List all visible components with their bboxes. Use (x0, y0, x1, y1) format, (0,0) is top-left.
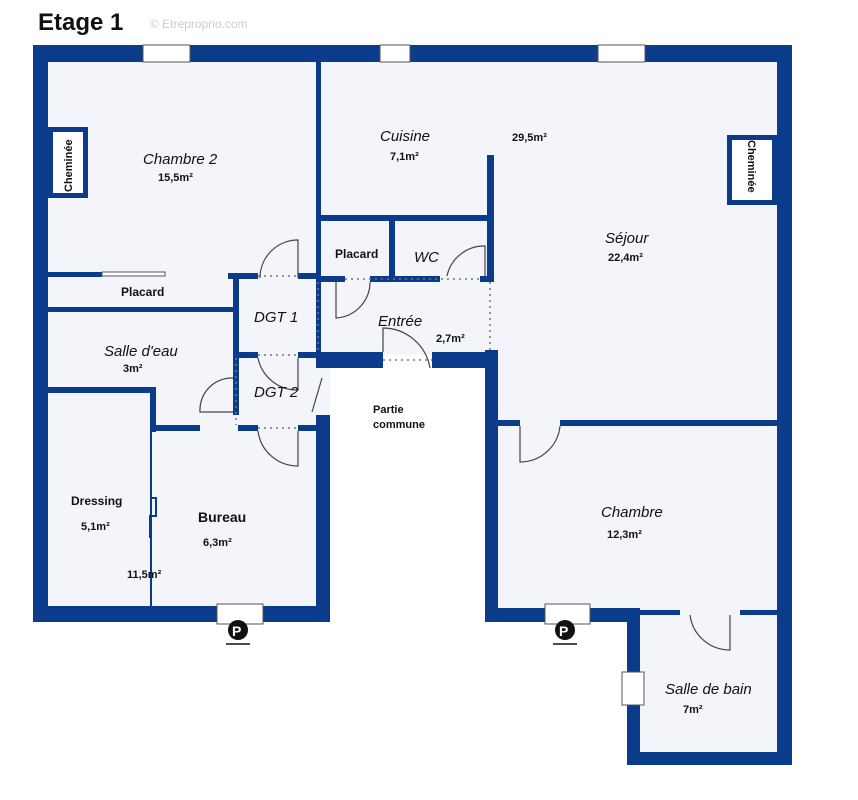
salle-eau-area: 3m² (123, 363, 143, 375)
cuisine-name: Cuisine (380, 128, 430, 145)
chambre2-name: Chambre 2 (143, 151, 218, 168)
plan-title: Etage 1 (38, 9, 123, 36)
cuisine-area: 7,1m² (390, 151, 419, 163)
parking-icon: P (553, 620, 577, 645)
chambre-area: 12,3m² (607, 529, 642, 541)
sejour-area: 22,4m² (608, 252, 643, 264)
doors (199, 239, 731, 651)
salle-bain-name: Salle de bain (665, 681, 752, 698)
placard-left: Placard (121, 285, 164, 299)
floor-areas (48, 62, 777, 752)
chambre-name: Chambre (601, 504, 663, 521)
bureau-area: 6,3m² (203, 537, 232, 549)
parking-icon: P (226, 620, 250, 645)
partie-commune-1: Partie (373, 404, 404, 416)
watermark: © Etreproprio.com (150, 17, 248, 31)
wc-label: WC (414, 249, 439, 266)
windows (142, 44, 646, 706)
sejour-total-area: 29,5m² (512, 132, 547, 144)
salle-bain-area: 7m² (683, 704, 703, 716)
dgt1-label: DGT 1 (254, 309, 298, 326)
room-labels: Chambre 2 15,5m² Cuisine 7,1m² 29,5m² Sé… (63, 128, 757, 716)
parking-symbol: P (559, 623, 568, 639)
sejour-name: Séjour (605, 230, 649, 247)
chambre2-area: 15,5m² (158, 172, 193, 184)
bureau-name: Bureau (198, 509, 246, 525)
parking-symbol: P (232, 623, 241, 639)
entree-name: Entrée (378, 313, 422, 330)
partie-commune-2: commune (373, 419, 425, 431)
cheminee-right: Cheminée (745, 140, 757, 193)
salle-eau-name: Salle d'eau (104, 343, 178, 360)
dressing-name: Dressing (71, 494, 122, 508)
dressing-area: 5,1m² (81, 521, 110, 533)
entree-area: 2,7m² (436, 333, 465, 345)
placard-top: Placard (335, 247, 378, 261)
cheminee-left: Cheminée (63, 139, 75, 192)
bureau-total-area: 11,5m² (127, 569, 162, 581)
dgt2-label: DGT 2 (254, 384, 299, 401)
